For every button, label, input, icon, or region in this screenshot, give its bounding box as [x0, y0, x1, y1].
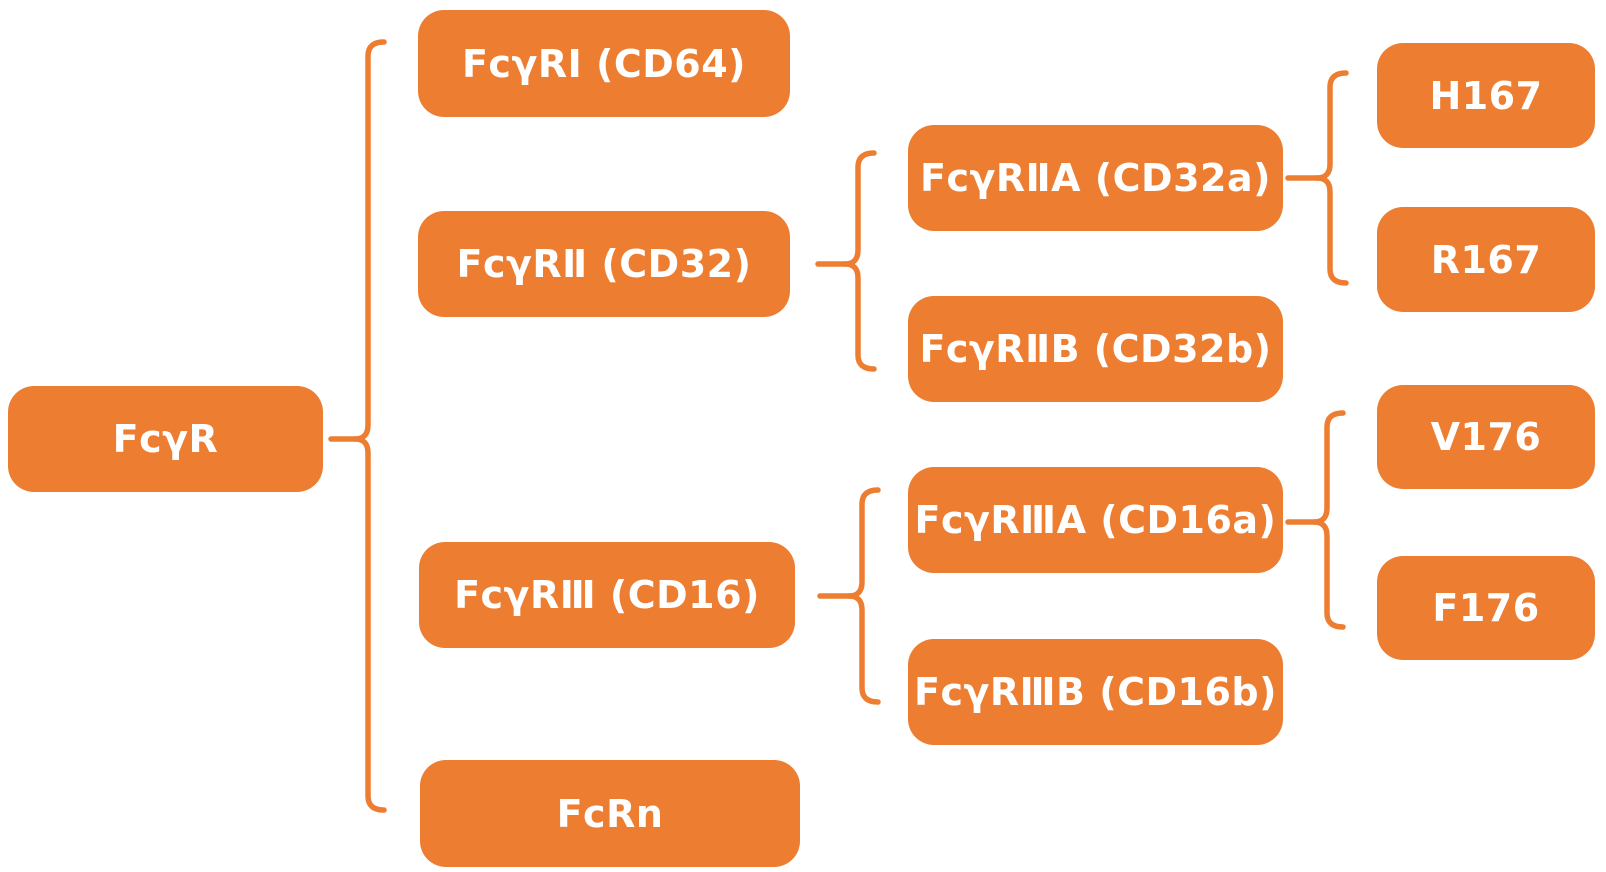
node-h167: H167 — [1377, 43, 1595, 148]
node-fcgr-root: FcγR — [8, 386, 323, 492]
node-fcrn: FcRn — [420, 760, 800, 867]
brace-fcgr3-children — [846, 487, 881, 705]
node-fcgr2b-cd32b: FcγRⅡB (CD32b) — [908, 296, 1283, 402]
node-fcgr2b-label: FcγRⅡB (CD32b) — [919, 327, 1272, 371]
node-fcgr-label: FcγR — [112, 417, 219, 461]
node-fcgr2-label: FcγRⅡ (CD32) — [456, 242, 752, 286]
node-v176: V176 — [1377, 385, 1595, 489]
brace-fcgr2a-children — [1314, 70, 1349, 286]
brace-fcgr3a-children — [1311, 410, 1346, 630]
node-fcgr3b-label: FcγRⅢB (CD16b) — [914, 670, 1277, 714]
node-fcgr3-label: FcγRⅢ (CD16) — [454, 573, 760, 617]
node-fcgr3-cd16: FcγRⅢ (CD16) — [419, 542, 795, 648]
node-f176: F176 — [1377, 556, 1595, 660]
node-fcrn-label: FcRn — [556, 791, 664, 836]
node-fcgr3b-cd16b: FcγRⅢB (CD16b) — [908, 639, 1283, 745]
node-fcgr1-label: FcγRⅠ (CD64) — [461, 41, 747, 86]
node-fcgr3a-cd16a: FcγRⅢA (CD16a) — [908, 467, 1283, 573]
node-fcgr3a-label: FcγRⅢA (CD16a) — [914, 498, 1277, 542]
node-fcgr2a-cd32a: FcγRⅡA (CD32a) — [908, 125, 1283, 231]
brace-fcgr-children — [352, 39, 387, 813]
brace-fcgr2-children — [842, 150, 877, 372]
node-fcgr1-cd64: FcγRⅠ (CD64) — [418, 10, 790, 117]
node-fcgr2-cd32: FcγRⅡ (CD32) — [418, 211, 790, 317]
node-h167-label: H167 — [1429, 73, 1543, 118]
node-f176-label: F176 — [1432, 586, 1540, 630]
node-fcgr2a-label: FcγRⅡA (CD32a) — [920, 156, 1271, 200]
node-v176-label: V176 — [1430, 415, 1542, 459]
node-r167-label: R167 — [1430, 237, 1542, 282]
node-r167: R167 — [1377, 207, 1595, 312]
